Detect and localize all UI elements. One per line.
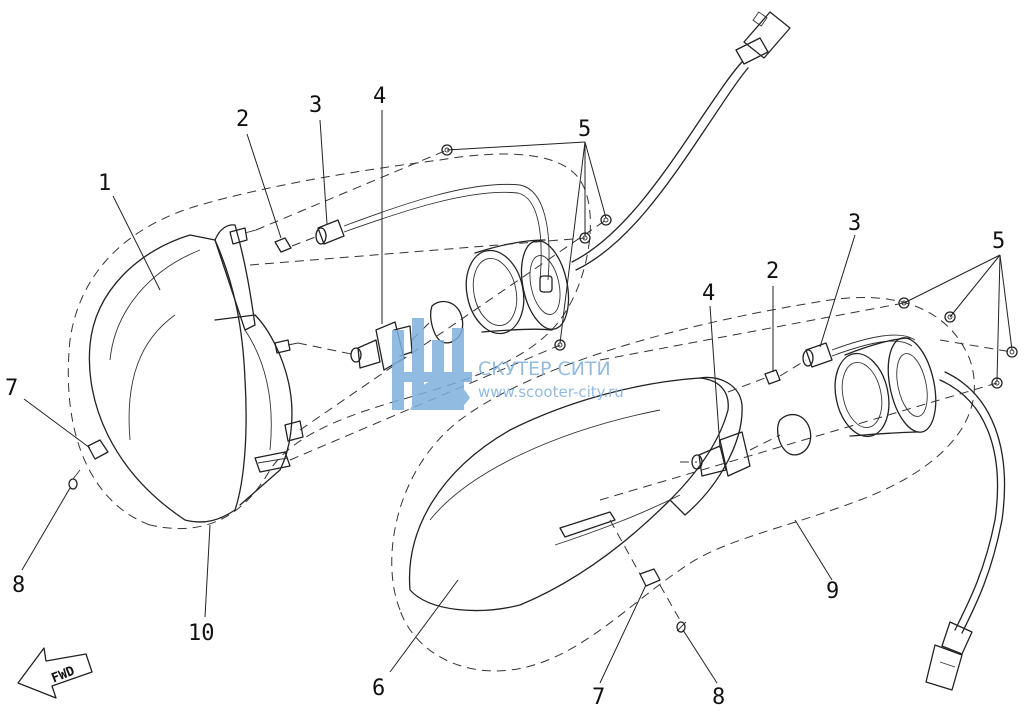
headlight-lens-edge bbox=[214, 224, 256, 331]
main-cable-right bbox=[925, 371, 1006, 691]
callout-8-right: 8 bbox=[712, 685, 725, 710]
right-assembly-boundary bbox=[391, 297, 975, 672]
taillight-housing bbox=[408, 377, 729, 612]
position-bulb-left bbox=[274, 237, 292, 253]
fwd-direction-arrow: FWD bbox=[17, 647, 93, 699]
watermark-name: СКУТЕР СИТИ bbox=[478, 358, 611, 380]
callout-2-right: 2 bbox=[766, 259, 779, 284]
callout-5-left: 5 bbox=[578, 117, 591, 142]
headlight-housing bbox=[88, 234, 247, 523]
screw-left bbox=[68, 469, 81, 490]
screw-right bbox=[676, 621, 687, 633]
clip-nut-right bbox=[639, 568, 661, 587]
callout-9: 9 bbox=[826, 579, 839, 604]
right-taillight-assembly bbox=[391, 297, 1018, 691]
headlight-back-detail bbox=[244, 329, 272, 451]
callout-1: 1 bbox=[98, 171, 111, 196]
watermark-logo-icon bbox=[392, 318, 472, 410]
position-socket-left bbox=[315, 183, 550, 281]
socket-reflector-left bbox=[465, 239, 570, 335]
callout-10: 10 bbox=[188, 621, 215, 646]
position-bulb-right bbox=[764, 369, 781, 385]
main-bulb-right bbox=[691, 413, 812, 477]
main-cable-left bbox=[571, 11, 791, 271]
headlight-inner-curve bbox=[128, 314, 176, 441]
left-headlight-assembly bbox=[67, 11, 791, 530]
socket-reflector-right bbox=[834, 337, 937, 438]
callout-2-left: 2 bbox=[236, 107, 249, 132]
callout-7-right: 7 bbox=[592, 685, 605, 710]
taillight-inner-curve bbox=[429, 409, 661, 521]
fwd-label: FWD bbox=[50, 664, 78, 687]
taillight-side-lens bbox=[559, 511, 616, 538]
housing-studs bbox=[229, 227, 304, 473]
callout-numbers: 1 2 3 4 5 7 8 10 2 3 4 5 6 7 8 9 bbox=[5, 84, 1005, 710]
taillight-lens-edge bbox=[669, 376, 743, 516]
callout-6: 6 bbox=[372, 676, 385, 701]
callout-8-left: 8 bbox=[12, 573, 25, 598]
alignment-lines-left bbox=[249, 149, 607, 461]
callout-3-left: 3 bbox=[309, 93, 322, 118]
callout-5-right: 5 bbox=[992, 229, 1005, 254]
left-assembly-boundary bbox=[67, 153, 591, 530]
callout-3-right: 3 bbox=[848, 211, 861, 236]
callout-4-right: 4 bbox=[702, 281, 715, 306]
watermark-url: www.scooter-city.ru bbox=[478, 383, 624, 401]
taillight-reflector-strip bbox=[554, 494, 681, 546]
callout-4-left: 4 bbox=[373, 84, 386, 109]
leader-lines bbox=[21, 110, 1013, 684]
main-bulb-left bbox=[350, 300, 464, 371]
callout-7-left: 7 bbox=[5, 376, 18, 401]
alignment-lines-right bbox=[599, 302, 1013, 623]
watermark: СКУТЕР СИТИ www.scooter-city.ru bbox=[392, 318, 624, 410]
clip-nut-left bbox=[87, 439, 109, 460]
headlight-inner-curve-2 bbox=[109, 249, 201, 361]
